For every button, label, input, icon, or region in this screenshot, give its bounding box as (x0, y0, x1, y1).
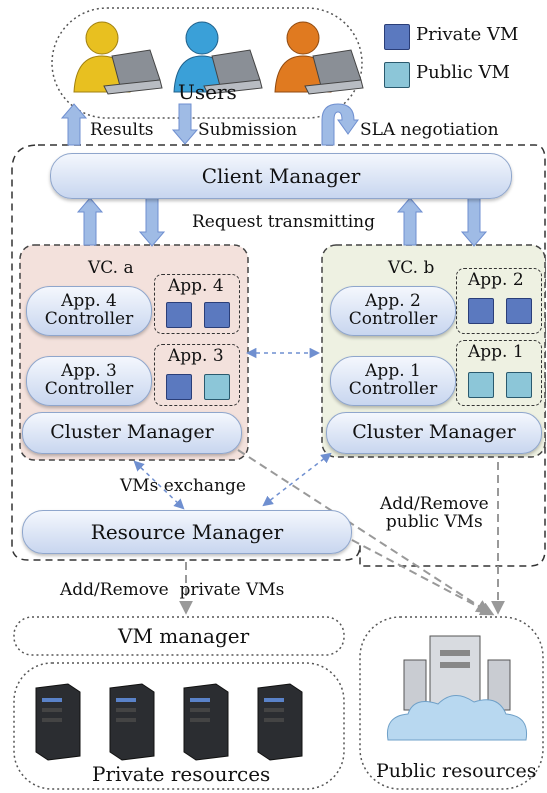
cluster-manager-a[interactable]: Cluster Manager (22, 412, 242, 454)
add-remove-public-line2: public VMs (385, 511, 483, 532)
add-remove-public-line1: Add/Remove (380, 494, 489, 514)
vc-a-title: VC. a (88, 258, 134, 278)
app1-public-vm-2 (506, 372, 532, 398)
app4-private-vm-2 (204, 302, 230, 328)
request-transmitting-label: Request transmitting (192, 212, 375, 232)
app4-private-vm-1 (166, 302, 192, 328)
app2-private-vm-1 (468, 298, 494, 324)
submission-label: Submission (198, 120, 298, 140)
public-resources-region (359, 616, 544, 790)
legend-private-swatch (384, 24, 410, 50)
app1-controller-line2: Controller (348, 379, 438, 399)
server-icon-1 (35, 683, 81, 761)
client-manager[interactable]: Client Manager (50, 153, 512, 199)
app2-vm-group (456, 268, 542, 334)
vc-b-title: VC. b (388, 258, 435, 278)
app2-private-vm-2 (506, 298, 532, 324)
app2-controller-line2: Controller (348, 309, 438, 329)
app2-controller-line1: App. 2 (365, 291, 421, 312)
user-icon-2 (173, 21, 263, 95)
private-resources-region (13, 662, 345, 790)
app4-controller[interactable]: App. 4 Controller (26, 286, 152, 336)
server-icon-3 (183, 683, 229, 761)
block-arrows-request (76, 197, 488, 247)
vm-manager-label: VM manager (118, 624, 250, 648)
app3-public-vm (204, 374, 230, 400)
app3-private-vm (166, 374, 192, 400)
app3-vm-group (154, 344, 240, 406)
add-remove-public-label: Add/Remove public VMs (380, 494, 489, 532)
app2-controller[interactable]: App. 2 Controller (330, 286, 456, 336)
app1-controller[interactable]: App. 1 Controller (330, 356, 456, 406)
app3-controller-line2: Controller (44, 379, 134, 399)
app4-label: App. 4 (168, 276, 224, 296)
sla-label: SLA negotiation (360, 120, 499, 140)
user-icon-3 (274, 21, 364, 95)
vms-exchange-label: VMs exchange (120, 476, 246, 496)
app1-vm-group (456, 340, 542, 406)
app4-vm-group (154, 274, 240, 334)
private-resources-label: Private resources (92, 762, 271, 786)
block-arrows-top (60, 103, 359, 146)
app3-controller[interactable]: App. 3 Controller (26, 356, 152, 406)
app1-public-vm-1 (468, 372, 494, 398)
app3-label: App. 3 (168, 346, 224, 366)
user-icon-1 (73, 21, 163, 95)
server-icon-4 (257, 683, 303, 761)
app3-controller-line1: App. 3 (61, 361, 117, 382)
system-boundary (11, 144, 546, 567)
legend-public-swatch (384, 62, 410, 88)
app4-controller-line2: Controller (44, 309, 134, 329)
app1-controller-line1: App. 1 (365, 361, 421, 382)
app1-label: App. 1 (468, 342, 524, 362)
cloud-server-icon (386, 635, 528, 741)
app2-label: App. 2 (468, 270, 524, 290)
server-icon-2 (109, 683, 155, 761)
public-resources-label: Public resources (376, 760, 537, 782)
app4-controller-line1: App. 4 (61, 291, 117, 312)
users-label: Users (178, 80, 237, 104)
users-region (51, 7, 363, 119)
resource-manager[interactable]: Resource Manager (22, 510, 352, 554)
add-remove-private-label: Add/Remove private VMs (60, 580, 285, 600)
results-label: Results (90, 120, 154, 140)
legend-private-label: Private VM (416, 24, 519, 45)
cluster-manager-b[interactable]: Cluster Manager (326, 412, 542, 454)
legend-public-label: Public VM (416, 62, 510, 83)
vm-manager-region (13, 616, 345, 656)
